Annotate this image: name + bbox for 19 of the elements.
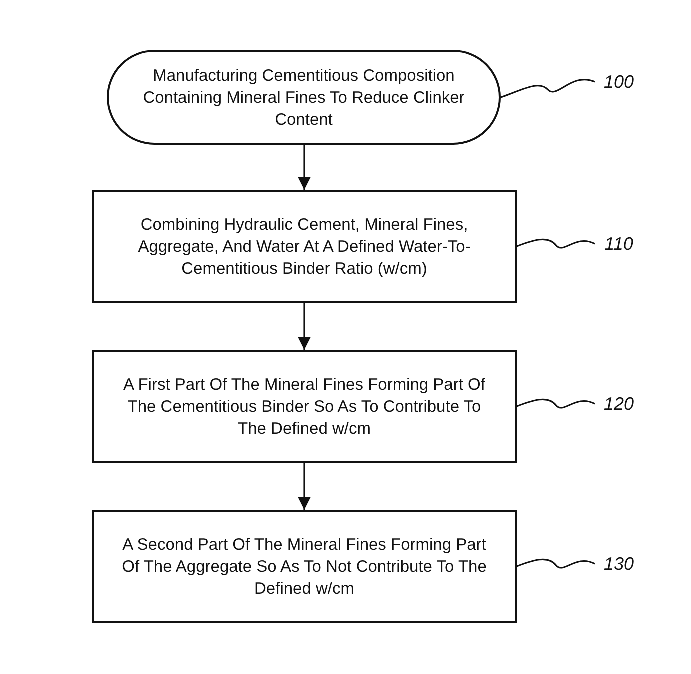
process-box — [92, 350, 517, 463]
leader-line — [516, 238, 596, 249]
step-text: A First Part Of The Mineral Fines Forming Part Of The Cementitious Binder So As To Contribute To The Defined w/cm — [122, 374, 486, 440]
leader-line — [516, 558, 596, 569]
leader-line — [500, 79, 596, 98]
arrow — [298, 145, 311, 190]
step-text: Combining Hydraulic Cement, Mineral Fines, Aggregate, And Water At A Defined Water-To-Cementitious Binder Ratio (w/cm) — [137, 214, 472, 280]
process-box — [92, 190, 517, 303]
arrow — [298, 463, 311, 510]
step-text: Manufacturing Cementitious Composition Containing Mineral Fines To Reduce Clinker Content — [142, 66, 466, 130]
reference-numeral: 100 — [604, 71, 634, 93]
terminal-box — [107, 50, 501, 145]
process-box — [92, 510, 517, 623]
arrow — [298, 303, 311, 350]
reference-numeral: 130 — [604, 553, 634, 575]
reference-numeral: 110 — [604, 233, 634, 255]
leader-line — [516, 398, 596, 409]
reference-numeral: 120 — [604, 393, 634, 415]
step-text: A Second Part Of The Mineral Fines Forming Part Of The Aggregate So As To Not Contribute To The Defined w/cm — [121, 534, 488, 600]
